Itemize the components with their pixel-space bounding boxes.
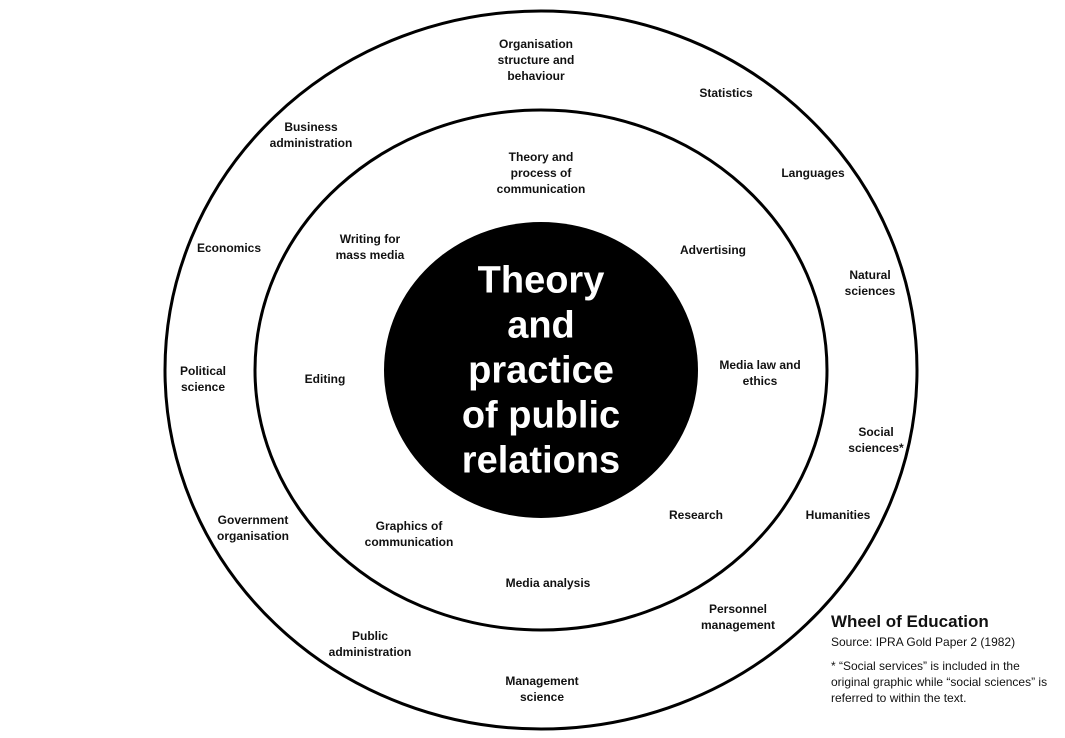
label-line: Editing [304, 372, 346, 386]
core-title-line: and [507, 304, 575, 347]
label-line: ethics [742, 374, 778, 388]
core-title-line: practice [468, 349, 614, 392]
outer-label-humanities: Humanities [806, 507, 871, 523]
label-line: Graphics of [375, 519, 443, 533]
label-line: communication [496, 182, 586, 196]
inner-label-theory-process: Theory and process of communication [497, 149, 586, 197]
caption: Wheel of Education Source: IPRA Gold Pap… [831, 612, 1061, 706]
label-line: Statistics [699, 86, 753, 100]
label-line: Research [668, 508, 724, 522]
label-line: structure and [497, 53, 575, 67]
core-title-line: relations [461, 439, 621, 482]
label-line: Public [351, 629, 388, 643]
label-line: Languages [781, 166, 845, 180]
caption-note: * “Social services” is included in the o… [831, 659, 1048, 705]
inner-label-media-law: Media law and ethics [719, 357, 800, 389]
label-line: Business [284, 120, 338, 134]
label-line: Theory and [508, 150, 574, 164]
label-line: organisation [216, 529, 290, 543]
label-line: Humanities [805, 508, 871, 522]
core-circle [384, 222, 698, 518]
label-line: Natural [849, 268, 891, 282]
label-line: Social [858, 425, 894, 439]
label-line: administration [269, 136, 353, 150]
core-title-line: of public [461, 394, 621, 437]
core-title: Theory and practice of public relations [462, 259, 620, 484]
label-line: behaviour [507, 69, 565, 83]
outer-label-organisation: Organisation structure and behaviour [498, 36, 575, 84]
label-line: Writing for [339, 232, 401, 246]
outer-label-statistics: Statistics [699, 85, 752, 101]
outer-label-political-science: Political science [180, 363, 226, 395]
inner-label-writing: Writing for mass media [336, 231, 405, 263]
label-line: Government [217, 513, 289, 527]
outer-label-business-admin: Business administration [270, 119, 353, 151]
label-line: Personnel [708, 602, 768, 616]
outer-label-social-sciences: Social sciences* [848, 424, 903, 456]
outer-label-government: Government organisation [217, 512, 289, 544]
label-line: science [180, 380, 226, 394]
outer-label-management-science: Management science [505, 673, 578, 705]
label-line: sciences [844, 284, 896, 298]
inner-label-graphics: Graphics of communication [365, 518, 454, 550]
inner-label-editing: Editing [305, 371, 346, 387]
inner-label-media-analysis: Media analysis [506, 575, 591, 591]
label-line: sciences* [848, 441, 904, 455]
label-line: mass media [335, 248, 405, 262]
label-line: Political [179, 364, 227, 378]
label-line: Management [505, 674, 579, 688]
label-line: Organisation [498, 37, 573, 51]
label-line: science [519, 690, 565, 704]
label-line: administration [328, 645, 412, 659]
outer-label-economics: Economics [197, 240, 261, 256]
inner-label-advertising: Advertising [680, 242, 746, 258]
label-line: management [700, 618, 776, 632]
inner-label-research: Research [669, 507, 723, 523]
label-line: Advertising [679, 243, 747, 257]
label-line: Media law and [719, 358, 801, 372]
label-line: Media analysis [505, 576, 591, 590]
core-title-line: Theory [477, 259, 605, 302]
caption-source: Source: IPRA Gold Paper 2 (1982) [831, 635, 1016, 649]
outer-label-personnel: Personnel management [701, 601, 775, 633]
caption-title: Wheel of Education [831, 612, 989, 631]
label-line: process of [510, 166, 572, 180]
outer-label-languages: Languages [781, 165, 844, 181]
outer-label-natural-sciences: Natural sciences [845, 267, 896, 299]
outer-label-public-admin: Public administration [329, 628, 412, 660]
label-line: Economics [196, 241, 262, 255]
label-line: communication [364, 535, 454, 549]
